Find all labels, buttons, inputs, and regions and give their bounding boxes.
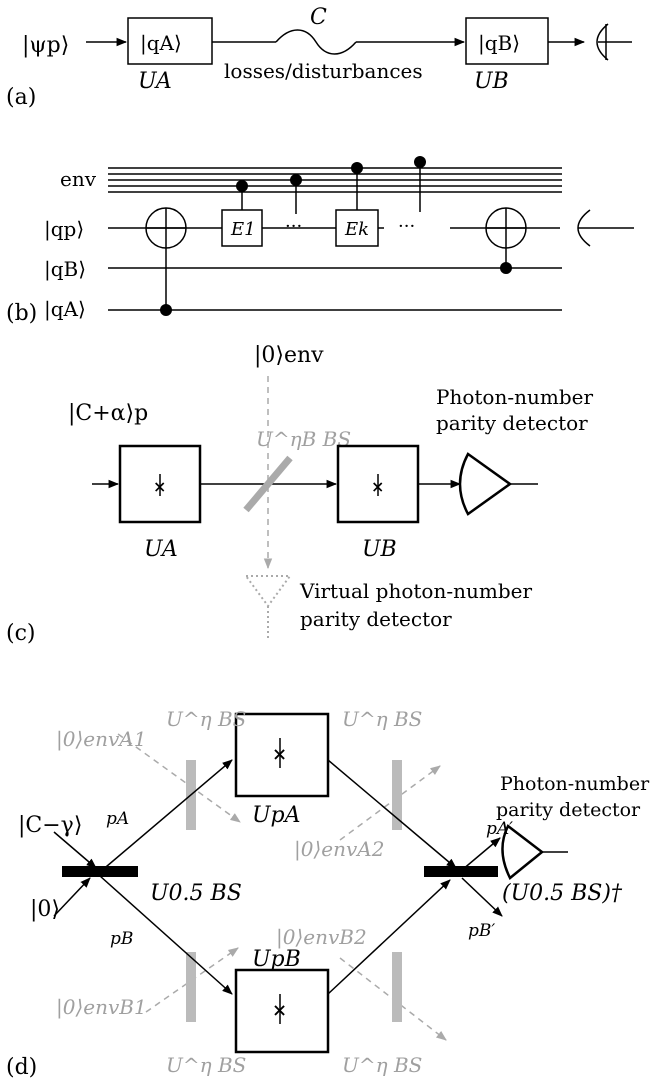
path-pb-1 — [99, 875, 233, 995]
channel-label: C — [310, 5, 327, 30]
panel-a-label: (a) — [6, 85, 36, 110]
env-a1-label: |0⟩envA1 — [56, 727, 146, 752]
box-qb-label: |qB⟩ — [478, 31, 520, 56]
path-pa-1 — [99, 759, 233, 873]
detector-d-icon — [501, 824, 545, 880]
virtual-detector-icon — [244, 575, 292, 608]
vacuum-label: |0⟩ — [30, 897, 60, 922]
pb-label: pB — [110, 929, 133, 949]
loss-bs-b1-label: U^η BS — [166, 1053, 246, 1077]
input-path-cat — [53, 831, 97, 869]
panel-c-input-state: |C+α⟩p — [68, 401, 148, 426]
channel-wave — [275, 29, 357, 55]
output-pb — [461, 877, 503, 917]
input-path-vacuum — [53, 877, 91, 917]
wire-p-label: |qp⟩ — [44, 217, 84, 242]
gate-ek-label: Ek — [344, 219, 369, 240]
unitary-c-b: UB — [362, 537, 397, 562]
loss-bs-a2 — [392, 760, 402, 830]
dots-2: ··· — [398, 216, 415, 237]
panel-b-label: (b) — [6, 301, 37, 326]
pb-prime-label: pB′ — [468, 921, 495, 941]
beamsplitter-c — [243, 455, 293, 513]
path-pb-2 — [327, 879, 451, 995]
env-state-label: |0⟩env — [254, 343, 324, 368]
loss-bs-b1 — [186, 952, 196, 1022]
detector-c-line-1: Photon-number — [436, 385, 593, 409]
panel-d: × × |C−γ⟩ |0⟩ U0.5 BS (U0.5 BS)† UpA UpB… — [6, 707, 650, 1080]
wire-a-label: |qA⟩ — [44, 297, 86, 322]
box-upa — [234, 712, 330, 798]
detector-c-icon — [458, 452, 513, 516]
env-b2-label: |0⟩envB2 — [276, 925, 367, 950]
env-a2-label: |0⟩envA2 — [294, 837, 384, 862]
panel-a-input-state: |ψp⟩ — [22, 33, 69, 58]
beamsplitter-c-label: U^ηB BS — [256, 427, 351, 451]
panel-a: |ψp⟩ |qA⟩ C losses/disturbances |qB⟩ UA … — [6, 5, 632, 110]
bs-out — [424, 866, 498, 877]
panel-d-label: (d) — [6, 1055, 37, 1080]
bs-in-label: U0.5 BS — [150, 881, 242, 906]
detector-c-line-2: parity detector — [436, 411, 588, 435]
unitary-c-a: UA — [144, 537, 178, 562]
loss-bs-b2-label: U^η BS — [342, 1053, 422, 1077]
box-qa — [127, 17, 213, 65]
bs-in — [62, 866, 138, 877]
panel-c: |0⟩env Virtual photon-number parity dete… — [6, 343, 593, 646]
output-pa — [461, 837, 501, 871]
wire-b-label: |qB⟩ — [44, 257, 86, 282]
channel-description: losses/disturbances — [224, 59, 423, 83]
svg-text:×: × — [371, 477, 384, 496]
box-qa-label: |qA⟩ — [140, 31, 182, 56]
env-a1-line — [117, 733, 241, 823]
svg-text:×: × — [272, 744, 287, 765]
box-qb — [465, 17, 549, 65]
gate-e1-label: E1 — [230, 219, 256, 240]
svg-text:×: × — [272, 1000, 287, 1021]
loss-bs-a2-label: U^η BS — [342, 707, 422, 731]
box-upb — [234, 968, 330, 1054]
panel-b: env |qp⟩ |qB⟩ |qA⟩ E1 ··· — [6, 156, 634, 326]
detector-a-icon — [596, 23, 609, 61]
upb-label: UpB — [252, 947, 301, 972]
pa-label: pA — [106, 809, 129, 829]
unitary-a-label: UA — [138, 69, 172, 94]
env-label: env — [60, 167, 97, 191]
loss-bs-a1-label: U^η BS — [166, 707, 246, 731]
pa-prime-label: pA′ — [486, 819, 513, 839]
detector-d-line-1: Photon-number — [500, 773, 650, 795]
bs-out-label: (U0.5 BS)† — [502, 881, 623, 906]
virtual-detector-line-1: Virtual photon-number — [299, 579, 532, 603]
virtual-detector-line-2: parity detector — [300, 607, 452, 631]
cnot-control-2 — [500, 262, 512, 274]
detector-d-line-2: parity detector — [496, 799, 641, 821]
dots-1: ··· — [285, 216, 302, 237]
svg-text:×: × — [153, 477, 166, 496]
env-wires — [108, 167, 562, 193]
upa-label: UpA — [252, 803, 301, 828]
env-b1-label: |0⟩envB1 — [56, 995, 147, 1020]
panel-d-input-state: |C−γ⟩ — [18, 813, 82, 838]
env-a2-line — [339, 765, 441, 841]
cnot-control-1 — [160, 304, 172, 316]
loss-bs-b2 — [392, 952, 402, 1022]
panel-c-label: (c) — [6, 621, 36, 646]
unitary-b-label: UB — [474, 69, 509, 94]
path-pa-2 — [327, 759, 457, 869]
